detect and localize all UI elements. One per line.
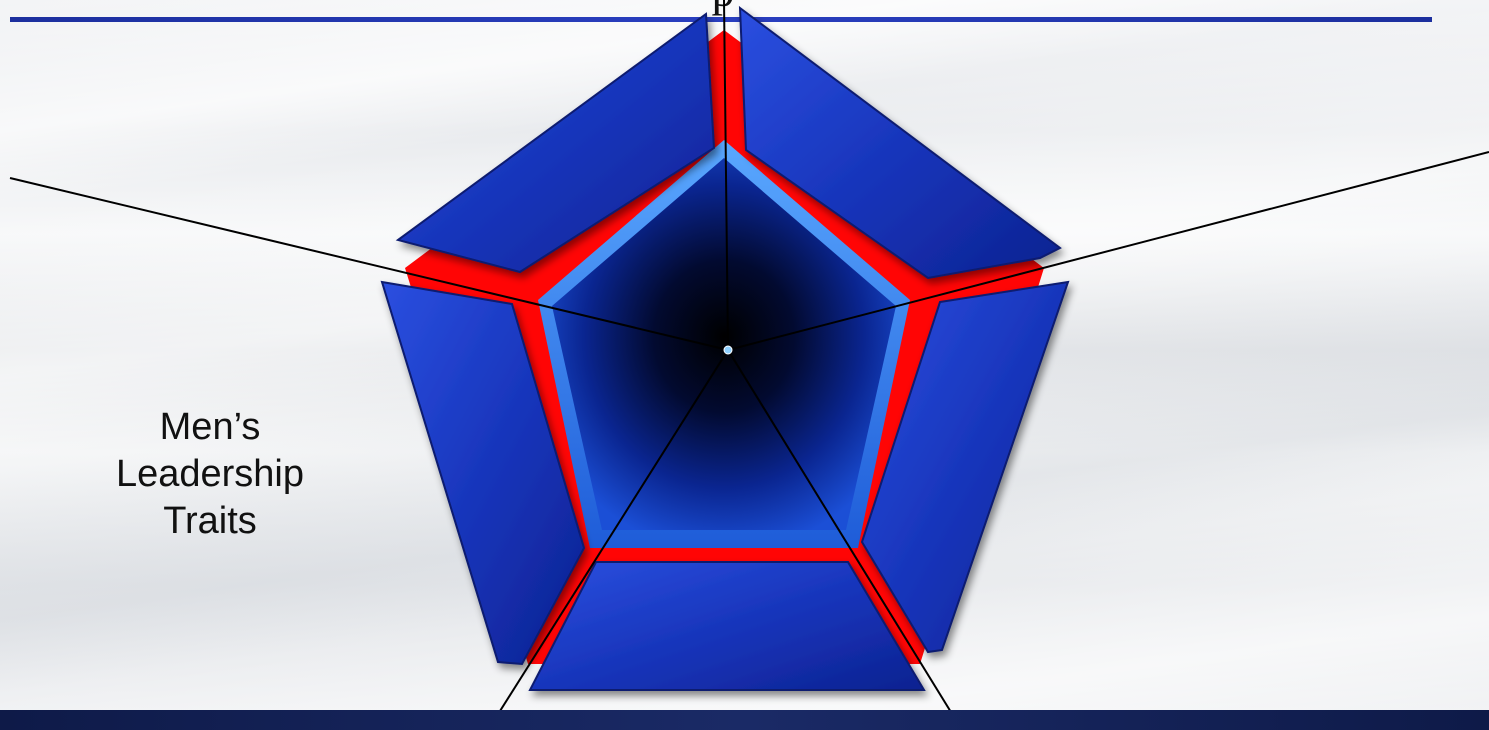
side-label: Men’s Leadership Traits xyxy=(110,404,310,545)
side-label-line-1: Men’s xyxy=(110,404,310,451)
footer-bar xyxy=(0,710,1489,730)
side-label-line-2: Leadership xyxy=(110,451,310,498)
side-label-line-3: Traits xyxy=(110,498,310,545)
center-node xyxy=(724,346,732,354)
